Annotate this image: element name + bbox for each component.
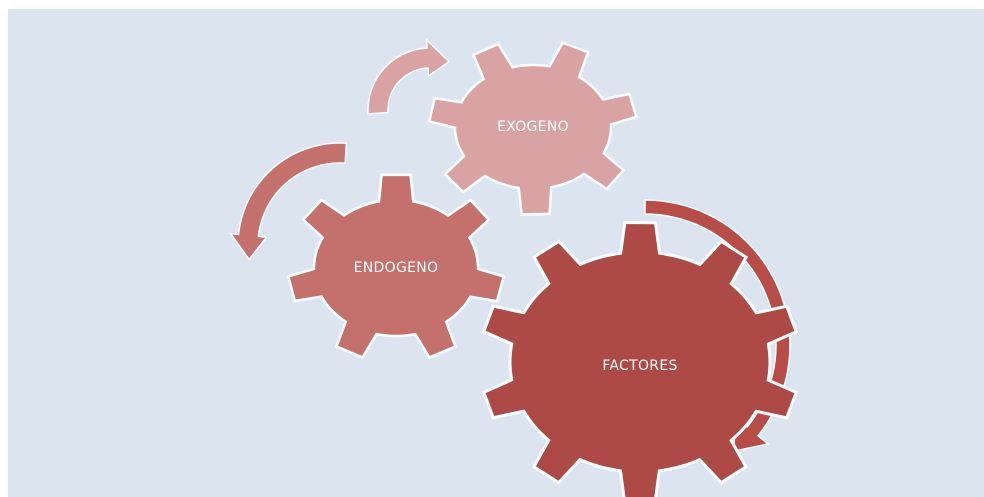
gear-factores-label: FACTORES — [602, 358, 677, 374]
gear-endogeno-shape — [286, 173, 506, 359]
gear-exogeno-label: EXOGENO — [497, 119, 569, 135]
arrow-endogeno — [229, 142, 348, 261]
gear-exogeno-shape — [427, 41, 638, 216]
gear-exogeno: EXOGENO — [427, 41, 638, 216]
gear-endogeno: ENDOGENO — [286, 173, 506, 359]
arrow-exogeno — [367, 38, 451, 115]
gear-endogeno-label: ENDOGENO — [354, 260, 439, 276]
gear-factores: FACTORES — [481, 221, 799, 497]
cycle-arrows — [229, 38, 791, 453]
gear-factores-shape — [481, 221, 799, 497]
